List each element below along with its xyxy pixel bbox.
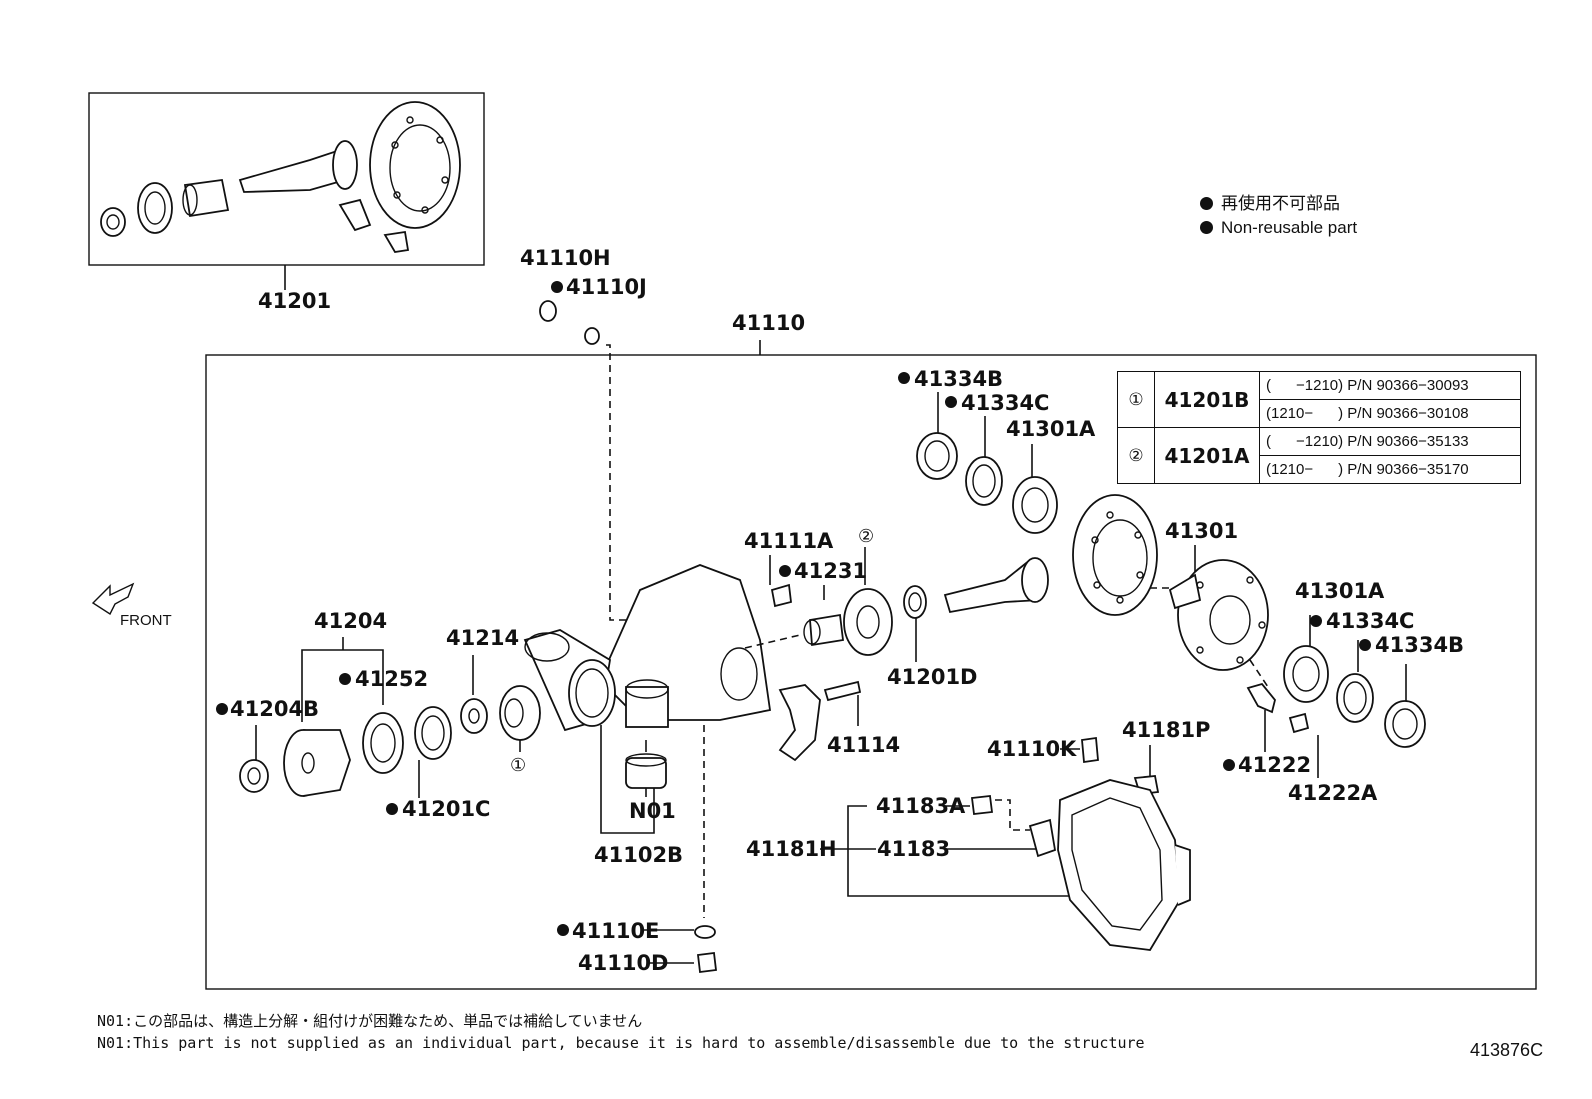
label-N01: N01	[629, 799, 676, 823]
label-41110E: 41110E	[572, 919, 659, 943]
pin-41111A-illustration	[770, 583, 792, 608]
row-sub: (1210− ) P/N 90366−30108	[1259, 399, 1521, 428]
table-row: ① 41201B ( −1210) P/N 90366−30093	[1117, 371, 1521, 428]
circled-2-marker: ②	[858, 526, 874, 547]
label-41334B-right: 41334B	[1375, 633, 1464, 657]
drive-pinion-ring-gear-illustration	[943, 494, 1158, 616]
row-part: 41201B	[1154, 371, 1260, 428]
inset-box-41201	[88, 92, 485, 266]
drain-plug-41110D-illustration	[697, 951, 717, 974]
label-41334B-top: 41334B	[914, 367, 1003, 391]
row-sub: (1210− ) P/N 90366−35170	[1259, 455, 1521, 484]
label-41334C-right: 41334C	[1326, 609, 1414, 633]
label-41252: 41252	[355, 667, 428, 691]
table-row: ② 41201A ( −1210) P/N 90366−35133	[1117, 427, 1521, 484]
lock-plate-41222-illustration	[1246, 682, 1310, 734]
label-41222: 41222	[1238, 753, 1311, 777]
gasket-41110J-illustration	[584, 327, 600, 345]
label-41301: 41301	[1165, 519, 1238, 543]
non-reusable-dot	[551, 281, 563, 293]
seals-right-illustration	[1283, 645, 1426, 748]
diagram-code: 413876C	[1470, 1040, 1544, 1060]
label-41201C: 41201C	[402, 797, 490, 821]
circled-1-marker: ①	[510, 755, 526, 776]
note-en: N01:This part is not supplied as an indi…	[97, 1034, 1145, 1052]
non-reusable-dot-icon	[1200, 197, 1213, 210]
label-41110: 41110	[732, 311, 805, 335]
oil-seal-41252-illustration	[362, 712, 404, 774]
label-41201: 41201	[258, 289, 331, 313]
spacer-41214-illustration	[460, 698, 488, 734]
note-ja: N01:この部品は、構造上分解・組付けが困難なため、単品では補給していません	[97, 1012, 643, 1030]
label-41110H: 41110H	[520, 246, 611, 270]
label-41222A: 41222A	[1288, 781, 1378, 805]
legend-item-ja: 再使用不可部品	[1200, 192, 1357, 216]
plug-41110H-illustration	[539, 300, 557, 322]
label-41111A: 41111A	[744, 529, 834, 553]
companion-flange-41204-illustration	[283, 729, 351, 797]
label-41301A-right: 41301A	[1295, 579, 1385, 603]
bearing-41201C-illustration	[414, 706, 452, 760]
row-sub: ( −1210) P/N 90366−35133	[1259, 427, 1521, 456]
collapsible-spacer-41231-illustration	[803, 613, 844, 647]
diff-cover-41181H-illustration	[1028, 779, 1191, 951]
row-marker: ①	[1117, 371, 1155, 428]
bearing-2-illustration	[843, 588, 893, 656]
flange-nut-41204B-illustration	[239, 759, 269, 793]
seals-top-illustration	[916, 432, 1058, 534]
label-41214: 41214	[446, 626, 519, 650]
table-row: (1210− ) P/N 90366−30108	[1118, 399, 1521, 428]
label-41181P: 41181P	[1122, 718, 1210, 742]
differential-case-41301-illustration	[1168, 559, 1269, 671]
breather-41110K-illustration	[1081, 736, 1099, 764]
bearing-inner-illustration	[499, 685, 541, 741]
legend-item-en: Non-reusable part	[1200, 216, 1357, 240]
row-part: 41201A	[1154, 427, 1260, 484]
label-41201D: 41201D	[887, 665, 978, 689]
row-sub: ( −1210) P/N 90366−30093	[1259, 371, 1521, 400]
label-41204B: 41204B	[230, 697, 319, 721]
front-label: FRONT	[120, 612, 172, 629]
label-41102B: 41102B	[594, 843, 683, 867]
legend: 再使用不可部品 Non-reusable part	[1200, 192, 1357, 240]
label-41301A-top: 41301A	[1006, 417, 1096, 441]
n01-insert-illustration	[625, 740, 667, 789]
bolt-41183A-illustration	[970, 795, 994, 815]
non-reusable-dot-icon	[1200, 221, 1213, 234]
label-41334C-top: 41334C	[961, 391, 1049, 415]
gasket-41110E-illustration	[694, 925, 716, 939]
washer-41201D-illustration	[903, 585, 927, 619]
label-41183: 41183	[877, 837, 950, 861]
label-41110J: 41110J	[566, 275, 647, 299]
label-41204: 41204	[314, 609, 387, 633]
carrier-housing-illustration	[523, 564, 772, 732]
table-row: (1210− ) P/N 90366−35170	[1118, 455, 1521, 484]
front-arrow-icon	[91, 582, 135, 616]
main-assembly-box	[205, 354, 1537, 990]
label-41231: 41231	[794, 559, 867, 583]
bearing-cap-41114-illustration	[778, 680, 862, 762]
label-41114: 41114	[827, 733, 900, 757]
ring-gear-set-illustration	[100, 101, 461, 253]
row-marker: ②	[1117, 427, 1155, 484]
part-number-table: ① 41201B ( −1210) P/N 90366−30093 (1210−…	[1117, 371, 1521, 484]
